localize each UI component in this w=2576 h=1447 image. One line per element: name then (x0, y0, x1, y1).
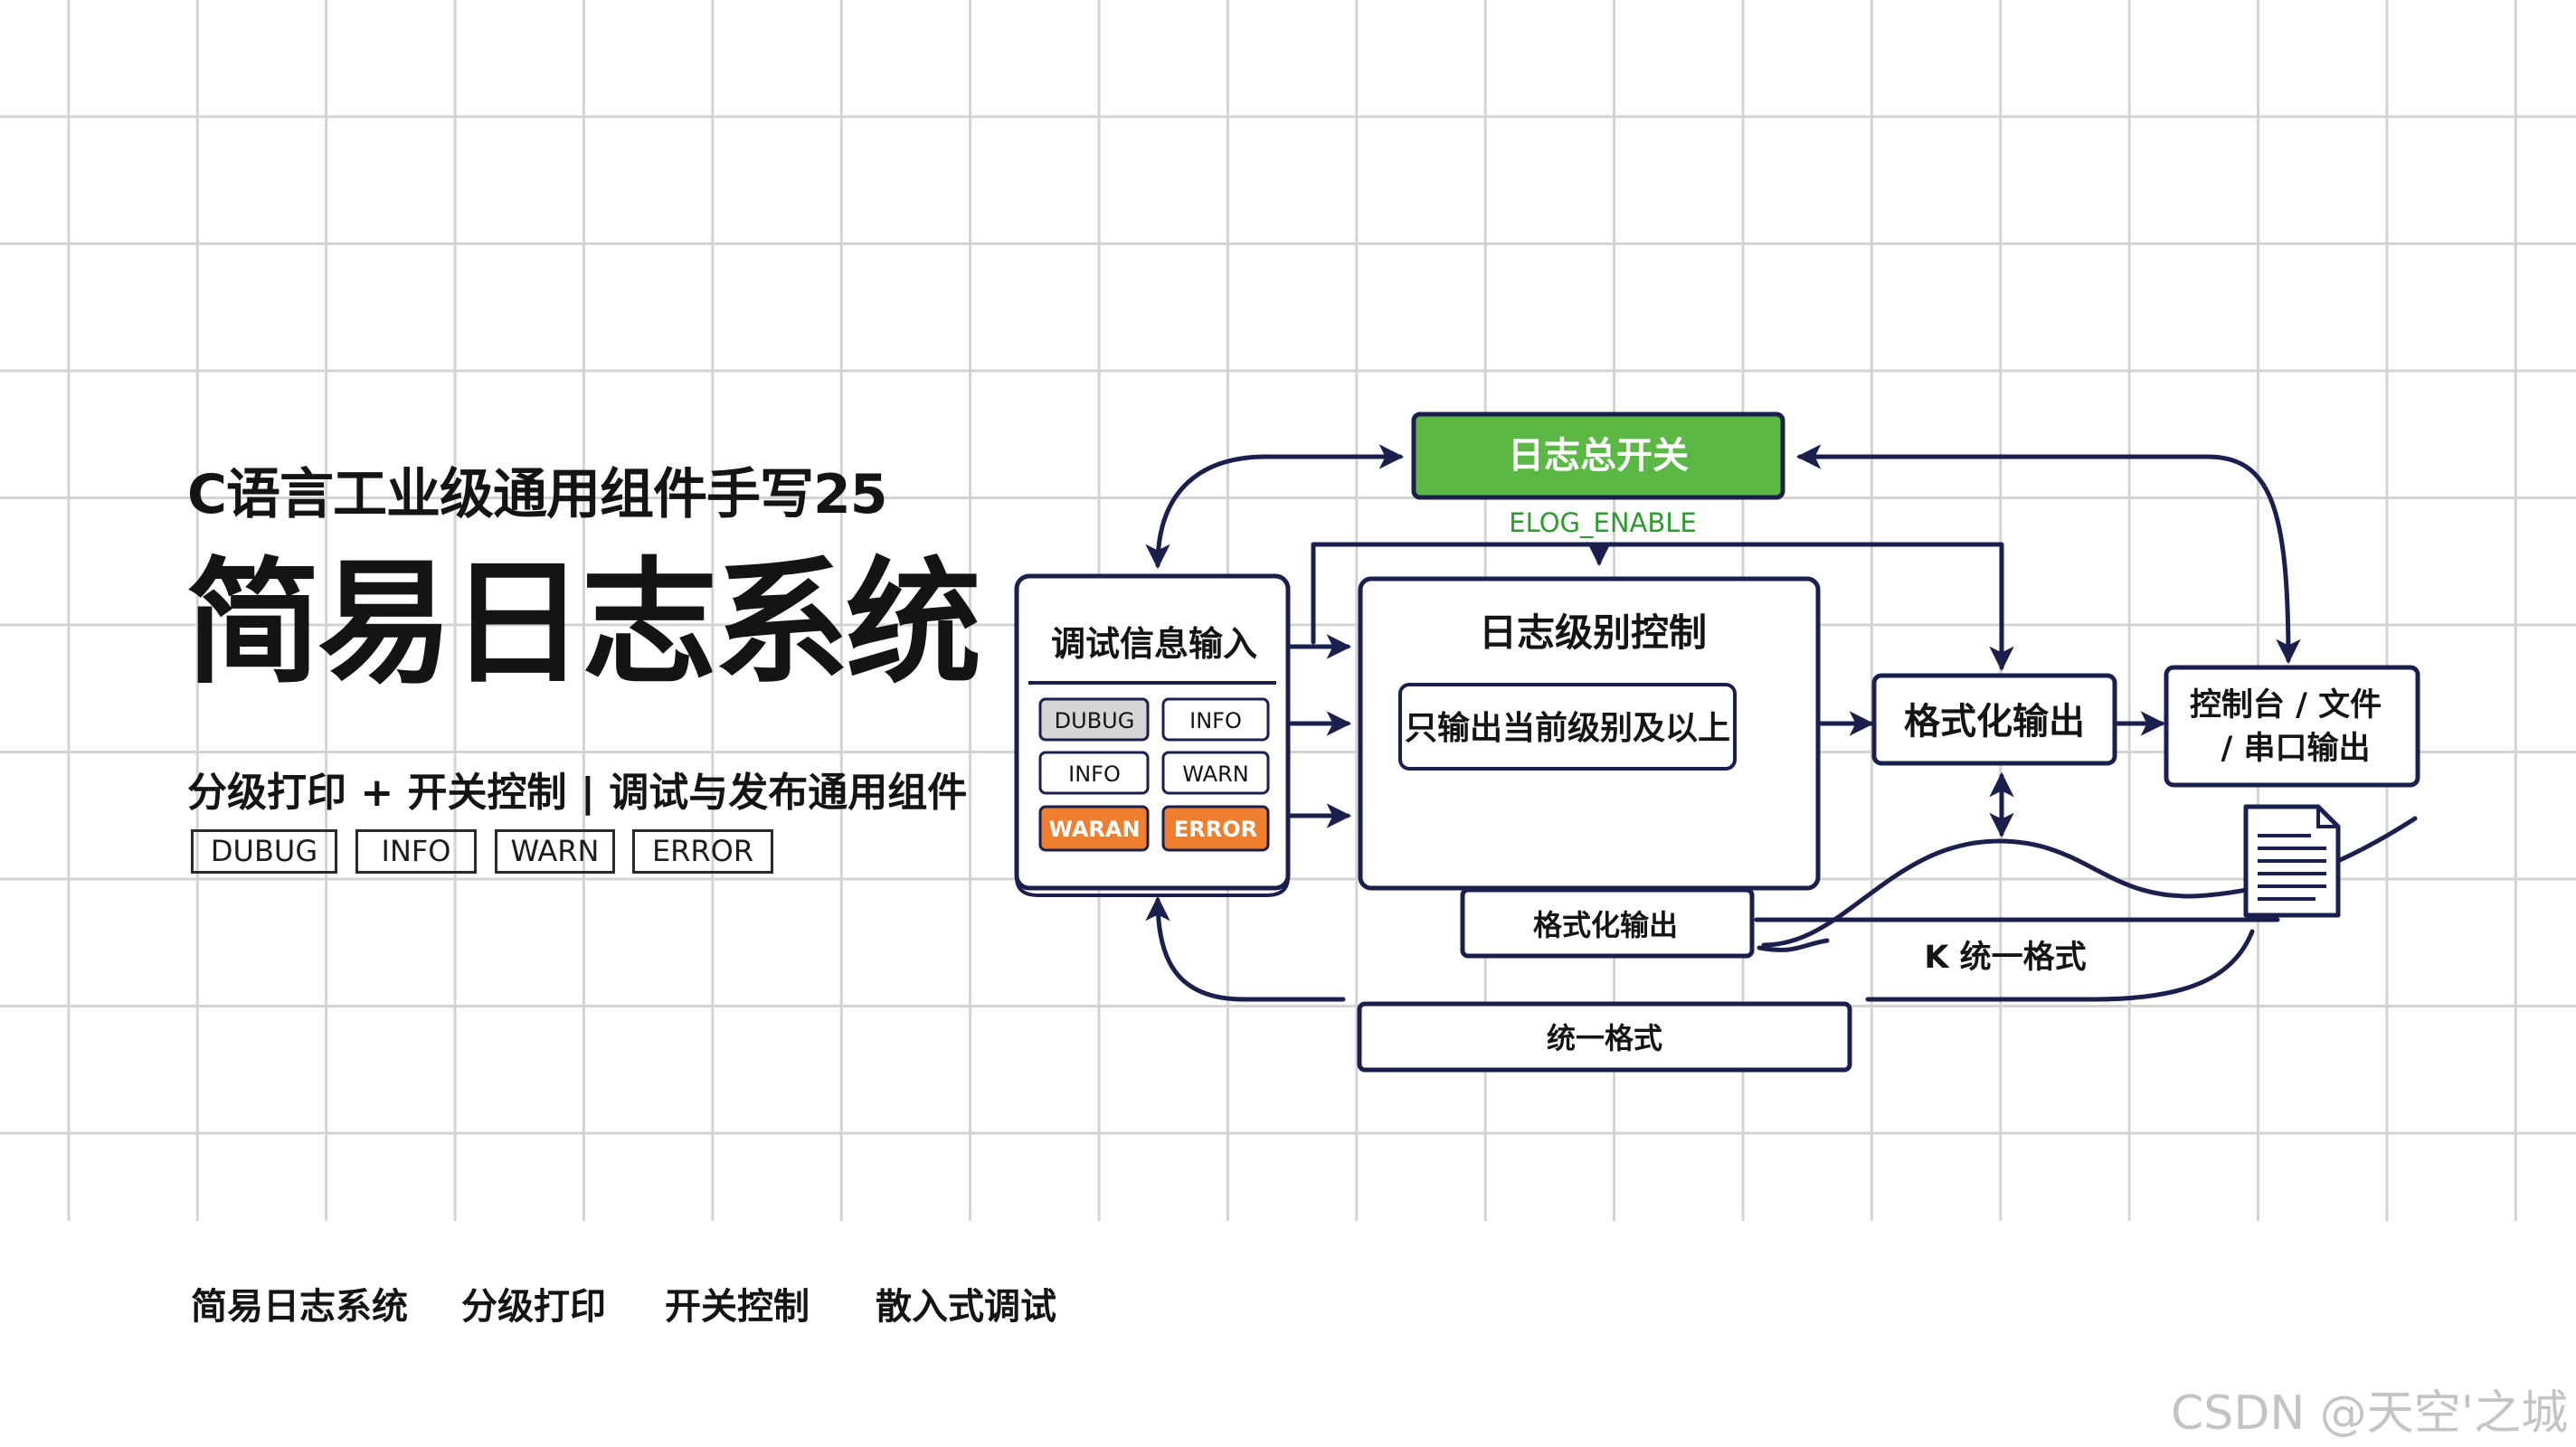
input-panel-title: 调试信息输入 (1051, 624, 1257, 664)
master-switch-label: 日志总开关 (1508, 435, 1689, 477)
destination-box (2164, 665, 2420, 788)
keyword-embedded-debug: 散入式调试 (876, 1286, 1056, 1328)
keyword-level-print: 分级打印 (461, 1286, 606, 1328)
bottom-format-box (1460, 887, 1755, 959)
curve-lower-right (1865, 929, 2255, 1002)
level-tag-error: ERROR (632, 829, 773, 874)
format-output-box (1871, 673, 2117, 766)
input-btn-error-label: ERROR (1174, 817, 1257, 842)
unified-format-label: 统一格式 (1547, 1021, 1662, 1055)
watermark: CSDN @天空'之城 (2171, 1386, 2569, 1441)
arrow-switch-destination (1795, 444, 2301, 665)
input-btn-debug (1038, 697, 1150, 742)
page-title: 简易日志系统 (185, 545, 981, 703)
keyword-switch-control: 开关控制 (665, 1286, 810, 1328)
arrow-switch-input (1145, 444, 1405, 570)
level-control-title: 日志级别控制 (1479, 610, 1707, 655)
input-btn-info-label: INFO (1189, 708, 1242, 733)
input-btn-waran (1038, 805, 1150, 852)
document-icon (2243, 804, 2341, 918)
arrow-bypass-format (1311, 542, 2014, 672)
level-rule-text: 只输出当前级别及以上 (1405, 710, 1730, 747)
keyword-simple-log: 简易日志系统 (191, 1286, 408, 1328)
master-switch-box (1411, 411, 1785, 500)
input-btn-info-2 (1038, 751, 1150, 795)
level-tag-debug: DUBUG (191, 829, 337, 874)
level-tag-warn: WARN (495, 829, 615, 874)
destination-line1: 控制台 / 文件 (2190, 687, 2382, 724)
destination-line2: / 串口输出 (2221, 731, 2371, 767)
level-rule-box (1398, 683, 1737, 771)
arrow-loop-input (1145, 895, 1346, 1002)
wave-tail (1757, 938, 1830, 952)
format-output-label: 格式化输出 (1904, 701, 2085, 742)
input-btn-debug-label: DUBUG (1055, 708, 1135, 733)
subtitle: 分级打印 + 开关控制 | 调试与发布通用组件 (187, 770, 968, 816)
input-btn-error (1161, 805, 1270, 852)
input-btn-warn-label: WARN (1182, 761, 1248, 787)
input-panel-shadow (1015, 876, 1290, 897)
input-btn-warn (1161, 751, 1270, 795)
input-btn-info (1161, 697, 1270, 742)
unified-format-box (1357, 1001, 1852, 1073)
series-title: C语言工业级通用组件手写25 (187, 463, 888, 526)
level-tag-info: INFO (355, 829, 477, 874)
curve-label: K 统一格式 (1924, 940, 2086, 976)
macro-label: ELOG_ENABLE (1509, 507, 1696, 538)
input-btn-info2-label: INFO (1068, 761, 1121, 787)
input-btn-waran-label: WARAN (1048, 817, 1140, 842)
bottom-format-label: 格式化输出 (1533, 908, 1678, 942)
